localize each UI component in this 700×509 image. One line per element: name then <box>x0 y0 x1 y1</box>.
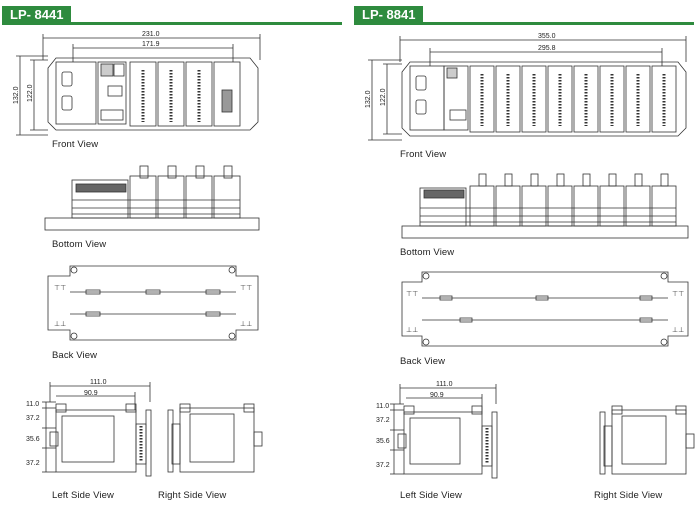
dim-side-v1: 11.0 <box>26 401 39 408</box>
svg-text:⊥⊥: ⊥⊥ <box>406 327 418 334</box>
caption-front-view: Front View <box>400 149 447 160</box>
dim-height-inner: 122.0 <box>380 88 387 106</box>
dim-side-v1: 11.0 <box>376 403 389 410</box>
dim-slot-width: 295.8 <box>538 45 556 52</box>
dim-side-v2: 37.2 <box>26 415 40 422</box>
dim-side-v3: 35.6 <box>26 436 40 443</box>
dim-side-v3: 35.6 <box>376 438 390 445</box>
front-view-8841 <box>368 36 687 141</box>
dim-side-v4: 37.2 <box>26 460 40 467</box>
dim-side-inner: 90.9 <box>84 390 98 397</box>
right-side-view-8441 <box>167 403 263 473</box>
title-underline <box>2 22 342 25</box>
svg-text:⊤⊤: ⊤⊤ <box>672 291 684 298</box>
left-side-view-8441 <box>42 382 152 477</box>
dim-side-depth: 111.0 <box>436 381 453 388</box>
svg-text:⊤⊤: ⊤⊤ <box>240 285 252 292</box>
dim-height-outer: 132.0 <box>13 86 20 104</box>
back-view-8841: ⊤⊤ ⊤⊤ ⊥⊥ ⊥⊥ <box>401 271 689 347</box>
panel-lp-8441: LP- 8441 <box>2 6 342 501</box>
caption-bottom-view: Bottom View <box>400 247 455 258</box>
dim-slot-width: 171.9 <box>142 41 160 48</box>
left-side-view-8841 <box>390 384 498 479</box>
front-view-8441 <box>16 34 261 136</box>
bottom-view-8841 <box>401 173 689 239</box>
caption-bottom-view: Bottom View <box>52 239 107 250</box>
panel-lp-8841: LP- 8841 <box>350 0 700 509</box>
lp-8841-drawing: 355.0 295.8 132.0 122.0 <box>365 33 695 479</box>
caption-front-view: Front View <box>52 139 99 150</box>
dim-height-outer: 132.0 <box>365 90 372 108</box>
svg-text:⊥⊥: ⊥⊥ <box>240 321 252 328</box>
caption-back-view: Back View <box>52 350 98 361</box>
lp-8441-drawing: 231.0 171.9 132.0 122.0 <box>13 31 263 477</box>
caption-left-side-view: Left Side View <box>52 490 114 501</box>
dim-height-inner: 122.0 <box>27 84 34 102</box>
back-view-8441: ⊤⊤ ⊤⊤ ⊥⊥ ⊥⊥ <box>47 265 259 341</box>
dim-side-v2: 37.2 <box>376 417 390 424</box>
dim-side-v4: 37.2 <box>376 462 390 469</box>
svg-text:⊥⊥: ⊥⊥ <box>672 327 684 334</box>
svg-text:⊤⊤: ⊤⊤ <box>54 285 66 292</box>
bottom-view-8441 <box>44 165 260 231</box>
caption-back-view: Back View <box>400 356 446 367</box>
io-slots <box>129 61 241 127</box>
model-title: LP- 8841 <box>354 6 424 23</box>
dim-total-width: 231.0 <box>142 31 160 38</box>
svg-text:⊤⊤: ⊤⊤ <box>406 291 418 298</box>
caption-right-side-view: Right Side View <box>158 490 227 501</box>
io-slots <box>469 65 677 133</box>
caption-left-side-view: Left Side View <box>400 490 462 501</box>
right-side-view-8841 <box>599 405 695 475</box>
title-underline <box>354 22 694 25</box>
caption-right-side-view: Right Side View <box>594 490 663 501</box>
dim-side-depth: 111.0 <box>90 379 107 386</box>
dim-total-width: 355.0 <box>538 33 556 40</box>
svg-text:⊥⊥: ⊥⊥ <box>54 321 66 328</box>
dim-side-inner: 90.9 <box>430 392 444 399</box>
model-title: LP- 8441 <box>2 6 72 23</box>
